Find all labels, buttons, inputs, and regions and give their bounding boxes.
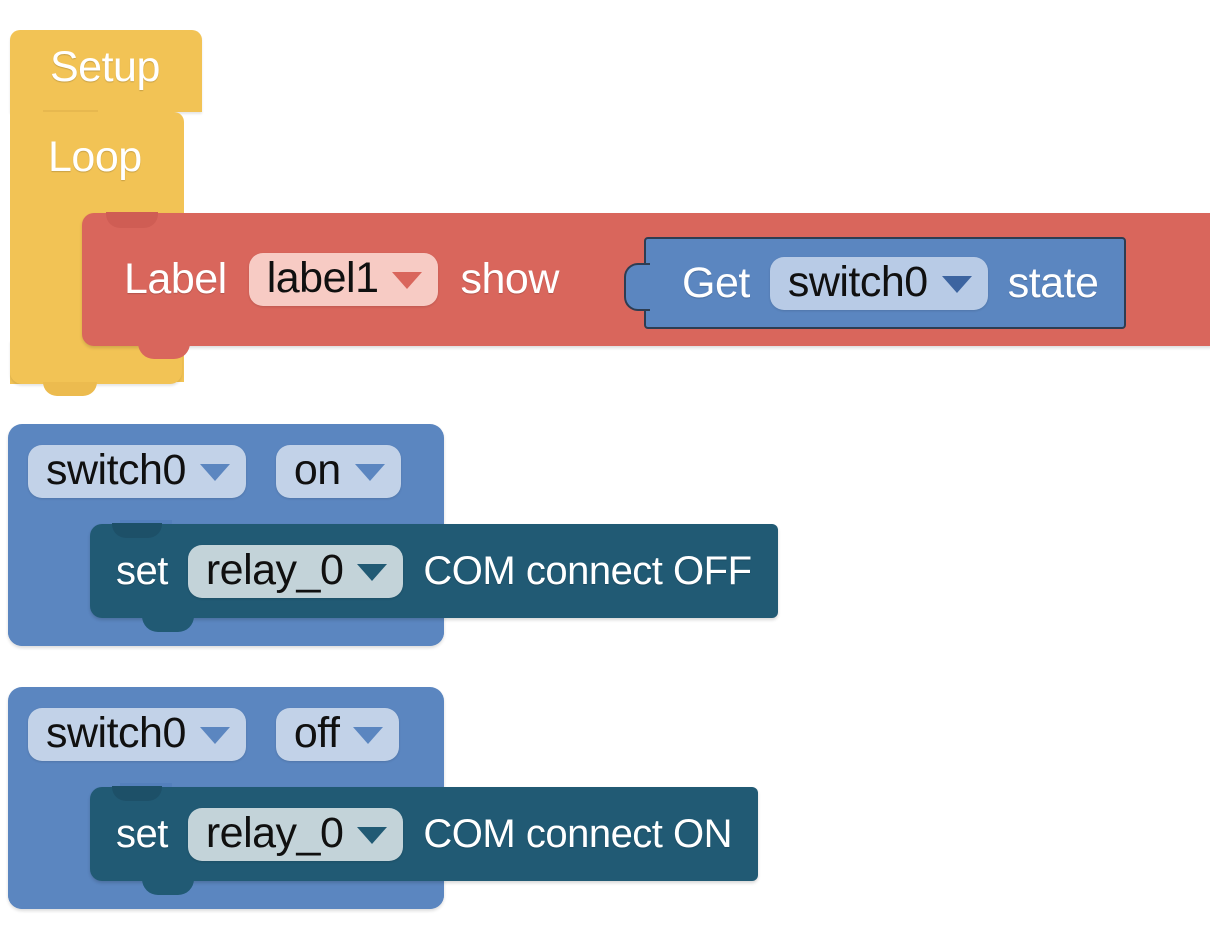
relay-set-block-bottom-tab [142, 879, 194, 895]
relay-target-dropdown-value: relay_0 [205, 808, 344, 857]
chevron-down-icon [392, 272, 423, 289]
relay-target-dropdown[interactable]: relay_0 [187, 544, 404, 598]
chevron-down-icon [354, 464, 385, 481]
relay-set-block[interactable]: set relay_0 COM connect ON [90, 786, 759, 895]
event-state-dropdown-value: off [293, 709, 340, 757]
chevron-down-icon [941, 275, 972, 293]
get-state-reporter-row: Get switch0 state [682, 256, 1099, 310]
relay-set-suffix-text: COM connect ON [423, 812, 733, 856]
chevron-down-icon [199, 727, 230, 744]
chevron-down-icon [199, 464, 230, 481]
switch-event-on-header-row: switch0 on [28, 445, 401, 498]
relay-set-prefix-text: set [116, 549, 168, 593]
chevron-down-icon [357, 563, 388, 581]
relay-set-block-top-notch [112, 523, 162, 538]
relay-set-block-row: set relay_0 COM connect ON [116, 807, 733, 861]
switch-event-off-bottom-bar [8, 877, 444, 909]
event-target-dropdown-value: switch0 [46, 446, 186, 494]
label-show-suffix-text: show [460, 255, 559, 303]
label-show-block-bottom-tab [138, 341, 190, 359]
label-target-dropdown-value: label1 [266, 254, 379, 302]
label-show-block-top-notch [106, 212, 158, 228]
get-state-suffix-text: state [1007, 258, 1099, 307]
relay-target-dropdown[interactable]: relay_0 [187, 807, 404, 861]
loop-block-label: Loop [48, 133, 142, 181]
label-show-block-row: Label label1 show [124, 253, 559, 306]
event-target-dropdown[interactable]: switch0 [28, 708, 246, 761]
chevron-down-icon [357, 826, 388, 844]
get-state-target-dropdown[interactable]: switch0 [769, 256, 988, 310]
relay-set-suffix-text: COM connect OFF [423, 549, 752, 593]
switch-event-on-bottom-bar [8, 614, 444, 646]
event-state-dropdown[interactable]: on [275, 445, 401, 498]
get-state-reporter-left-tab [624, 263, 650, 311]
get-state-prefix-text: Get [682, 258, 750, 307]
event-state-dropdown[interactable]: off [275, 708, 400, 761]
chevron-down-icon [353, 727, 384, 744]
setup-block-label: Setup [50, 43, 160, 91]
switch-event-off-header-row: switch0 off [28, 708, 400, 761]
relay-set-prefix-text: set [116, 812, 168, 856]
label-target-dropdown[interactable]: label1 [248, 253, 439, 306]
relay-set-block-top-notch [112, 786, 162, 801]
event-target-dropdown[interactable]: switch0 [28, 445, 246, 498]
get-state-reporter-block[interactable]: Get switch0 state [624, 237, 1127, 329]
loop-block-bottom-notch [43, 382, 97, 396]
loop-block-left-column [10, 112, 80, 384]
relay-target-dropdown-value: relay_0 [205, 545, 344, 594]
event-target-dropdown-value: switch0 [46, 709, 186, 757]
label-show-prefix-text: Label [124, 255, 227, 303]
relay-set-block[interactable]: set relay_0 COM connect OFF [90, 523, 778, 632]
label-show-block[interactable]: Label label1 show Get switch0 state [82, 212, 1210, 359]
get-state-target-dropdown-value: switch0 [787, 257, 928, 306]
relay-set-block-bottom-tab [142, 616, 194, 632]
event-state-dropdown-value: on [293, 446, 341, 494]
setup-block[interactable]: Setup [10, 30, 202, 112]
relay-set-block-row: set relay_0 COM connect OFF [116, 544, 752, 598]
